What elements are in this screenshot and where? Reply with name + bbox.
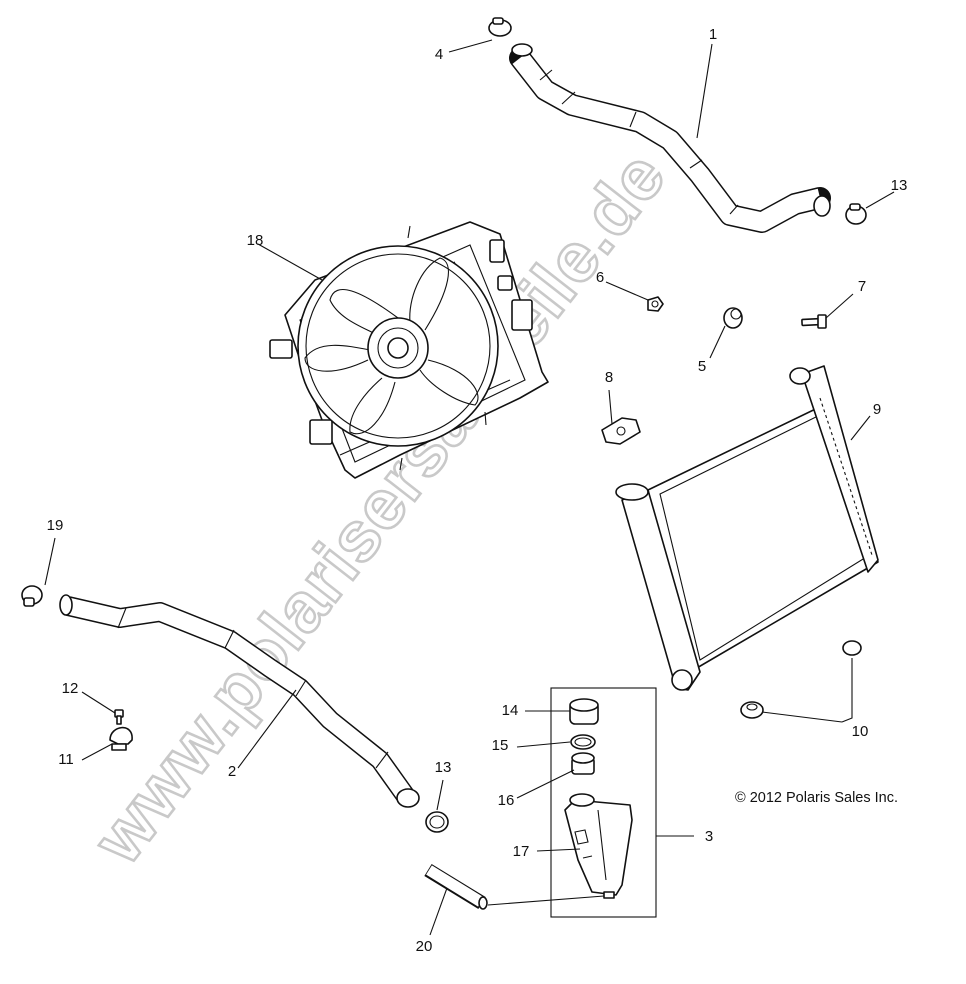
callout-10: 10 <box>852 723 869 740</box>
callout-5: 5 <box>698 358 706 375</box>
screw-12 <box>114 709 124 725</box>
callout-4: 4 <box>435 46 443 63</box>
callout-13-lower: 13 <box>435 759 452 776</box>
callout-9: 9 <box>873 401 881 418</box>
nut-6 <box>647 296 664 312</box>
callout-19: 19 <box>47 517 64 534</box>
radiator <box>615 365 879 691</box>
fan-shroud-assembly <box>269 221 549 479</box>
callout-17: 17 <box>513 843 530 860</box>
leader-lines <box>44 39 895 936</box>
coolant-bottle-17 <box>564 793 633 899</box>
vent-tube-20 <box>424 864 488 910</box>
callout-11: 11 <box>58 751 74 768</box>
callout-18: 18 <box>247 232 264 249</box>
hose-clamp-13-upper <box>845 203 867 225</box>
hose-clamp-13-lower <box>425 811 449 833</box>
callout-8: 8 <box>605 369 613 386</box>
callout-12: 12 <box>62 680 79 697</box>
callout-7: 7 <box>858 278 866 295</box>
callout-13-upper: 13 <box>891 177 908 194</box>
lower-hose <box>59 594 420 808</box>
bolt-7 <box>801 314 827 329</box>
callout-15: 15 <box>492 737 509 754</box>
callout-1: 1 <box>709 26 717 43</box>
callout-16: 16 <box>498 792 515 809</box>
hose-clamp-19 <box>21 585 43 607</box>
callout-14: 14 <box>502 702 519 719</box>
kit-3-box <box>550 687 657 918</box>
clip-11 <box>109 726 133 751</box>
grommet-5 <box>723 307 743 329</box>
callout-3: 3 <box>705 828 713 845</box>
reservoir-cap-14 <box>569 698 599 725</box>
callout-20: 20 <box>416 938 433 955</box>
hose-clamp-4 <box>488 17 512 37</box>
grommets-10 <box>740 640 862 719</box>
callout-2: 2 <box>228 763 236 780</box>
adapter-16 <box>571 752 595 775</box>
cap-8 <box>601 417 641 445</box>
copyright-notice: © 2012 Polaris Sales Inc. <box>735 790 898 806</box>
callout-6: 6 <box>596 269 604 286</box>
upper-hose <box>509 43 831 233</box>
seal-15 <box>570 734 596 750</box>
